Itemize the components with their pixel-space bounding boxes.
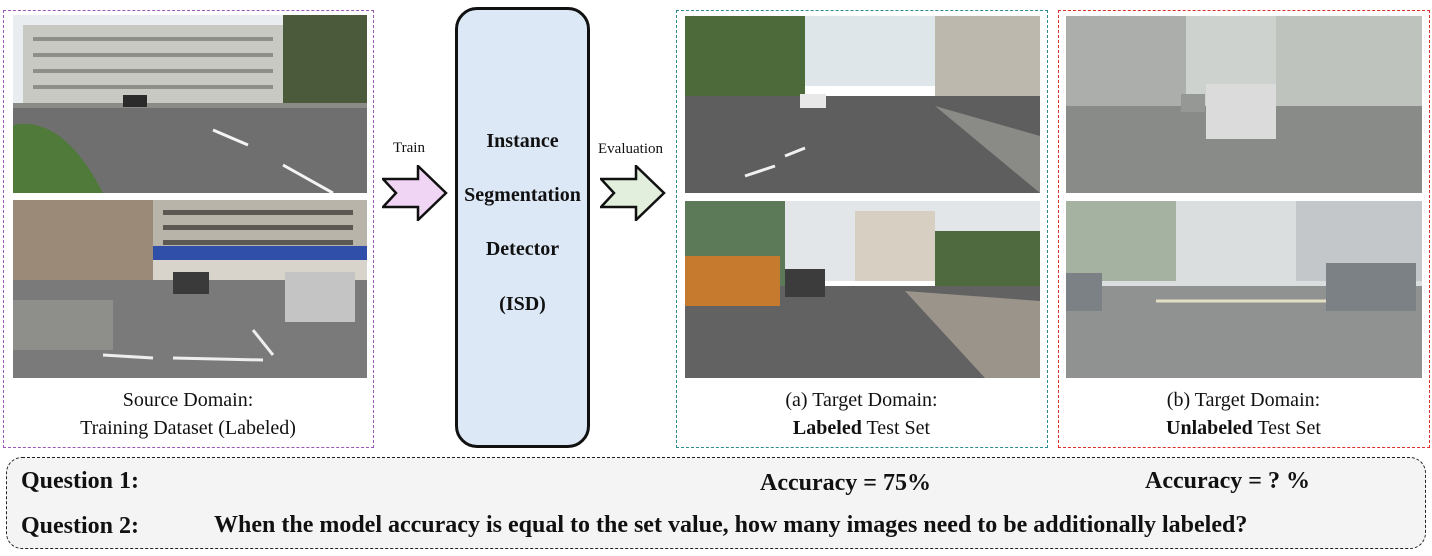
detector-line-1: Instance	[486, 130, 559, 152]
target-labeled-panel: (a) Target Domain: Labeled Test Set	[676, 10, 1048, 448]
source-domain-panel: Source Domain: Training Dataset (Labeled…	[3, 10, 374, 448]
target-unlabeled-caption: (b) Target Domain: Unlabeled Test Set	[1059, 386, 1428, 442]
question-2-text: When the model accuracy is equal to the …	[214, 512, 1248, 538]
question-2-label: Question 2:	[21, 513, 140, 539]
accuracy-labeled: Accuracy = 75%	[760, 470, 931, 496]
target-unlabeled-photo-2	[1066, 201, 1422, 378]
questions-box: Question 1: Accuracy = 75% Accuracy = ? …	[6, 457, 1426, 549]
source-caption: Source Domain: Training Dataset (Labeled…	[4, 386, 372, 442]
labeled-caption-rest: Test Set	[861, 417, 931, 439]
target-labeled-caption-line1: (a) Target Domain:	[785, 389, 938, 411]
question-1-label: Question 1:	[21, 468, 140, 494]
source-caption-line2: Training Dataset (Labeled)	[80, 417, 296, 439]
unlabeled-caption-rest: Test Set	[1252, 417, 1321, 439]
target-labeled-photo-1	[685, 16, 1040, 193]
instance-segmentation-detector-box: Instance Segmentation Detector (ISD)	[455, 7, 590, 448]
target-labeled-photo-2	[685, 201, 1040, 378]
detector-line-2: Segmentation	[464, 184, 581, 206]
train-label: Train	[393, 140, 425, 156]
detector-line-4: (ISD)	[499, 293, 546, 315]
labeled-bold-word: Labeled	[792, 417, 862, 439]
source-caption-line1: Source Domain:	[122, 389, 254, 411]
evaluation-label: Evaluation	[598, 141, 663, 157]
target-unlabeled-caption-line1: (b) Target Domain:	[1166, 389, 1321, 411]
target-unlabeled-caption-line2: Unlabeled Test Set	[1059, 414, 1428, 442]
accuracy-unlabeled: Accuracy = ? %	[1145, 468, 1310, 494]
target-labeled-caption: (a) Target Domain: Labeled Test Set	[677, 386, 1046, 442]
evaluation-arrow	[600, 165, 666, 221]
target-labeled-caption-line2: Labeled Test Set	[677, 414, 1046, 442]
train-arrow	[382, 165, 448, 221]
target-unlabeled-photo-1	[1066, 16, 1422, 193]
unlabeled-bold-word: Unlabeled	[1166, 417, 1253, 439]
target-unlabeled-panel: (b) Target Domain: Unlabeled Test Set	[1058, 10, 1430, 448]
source-street-photo-1	[13, 15, 367, 193]
detector-line-3: Detector	[485, 238, 560, 260]
source-street-photo-2	[13, 200, 367, 378]
